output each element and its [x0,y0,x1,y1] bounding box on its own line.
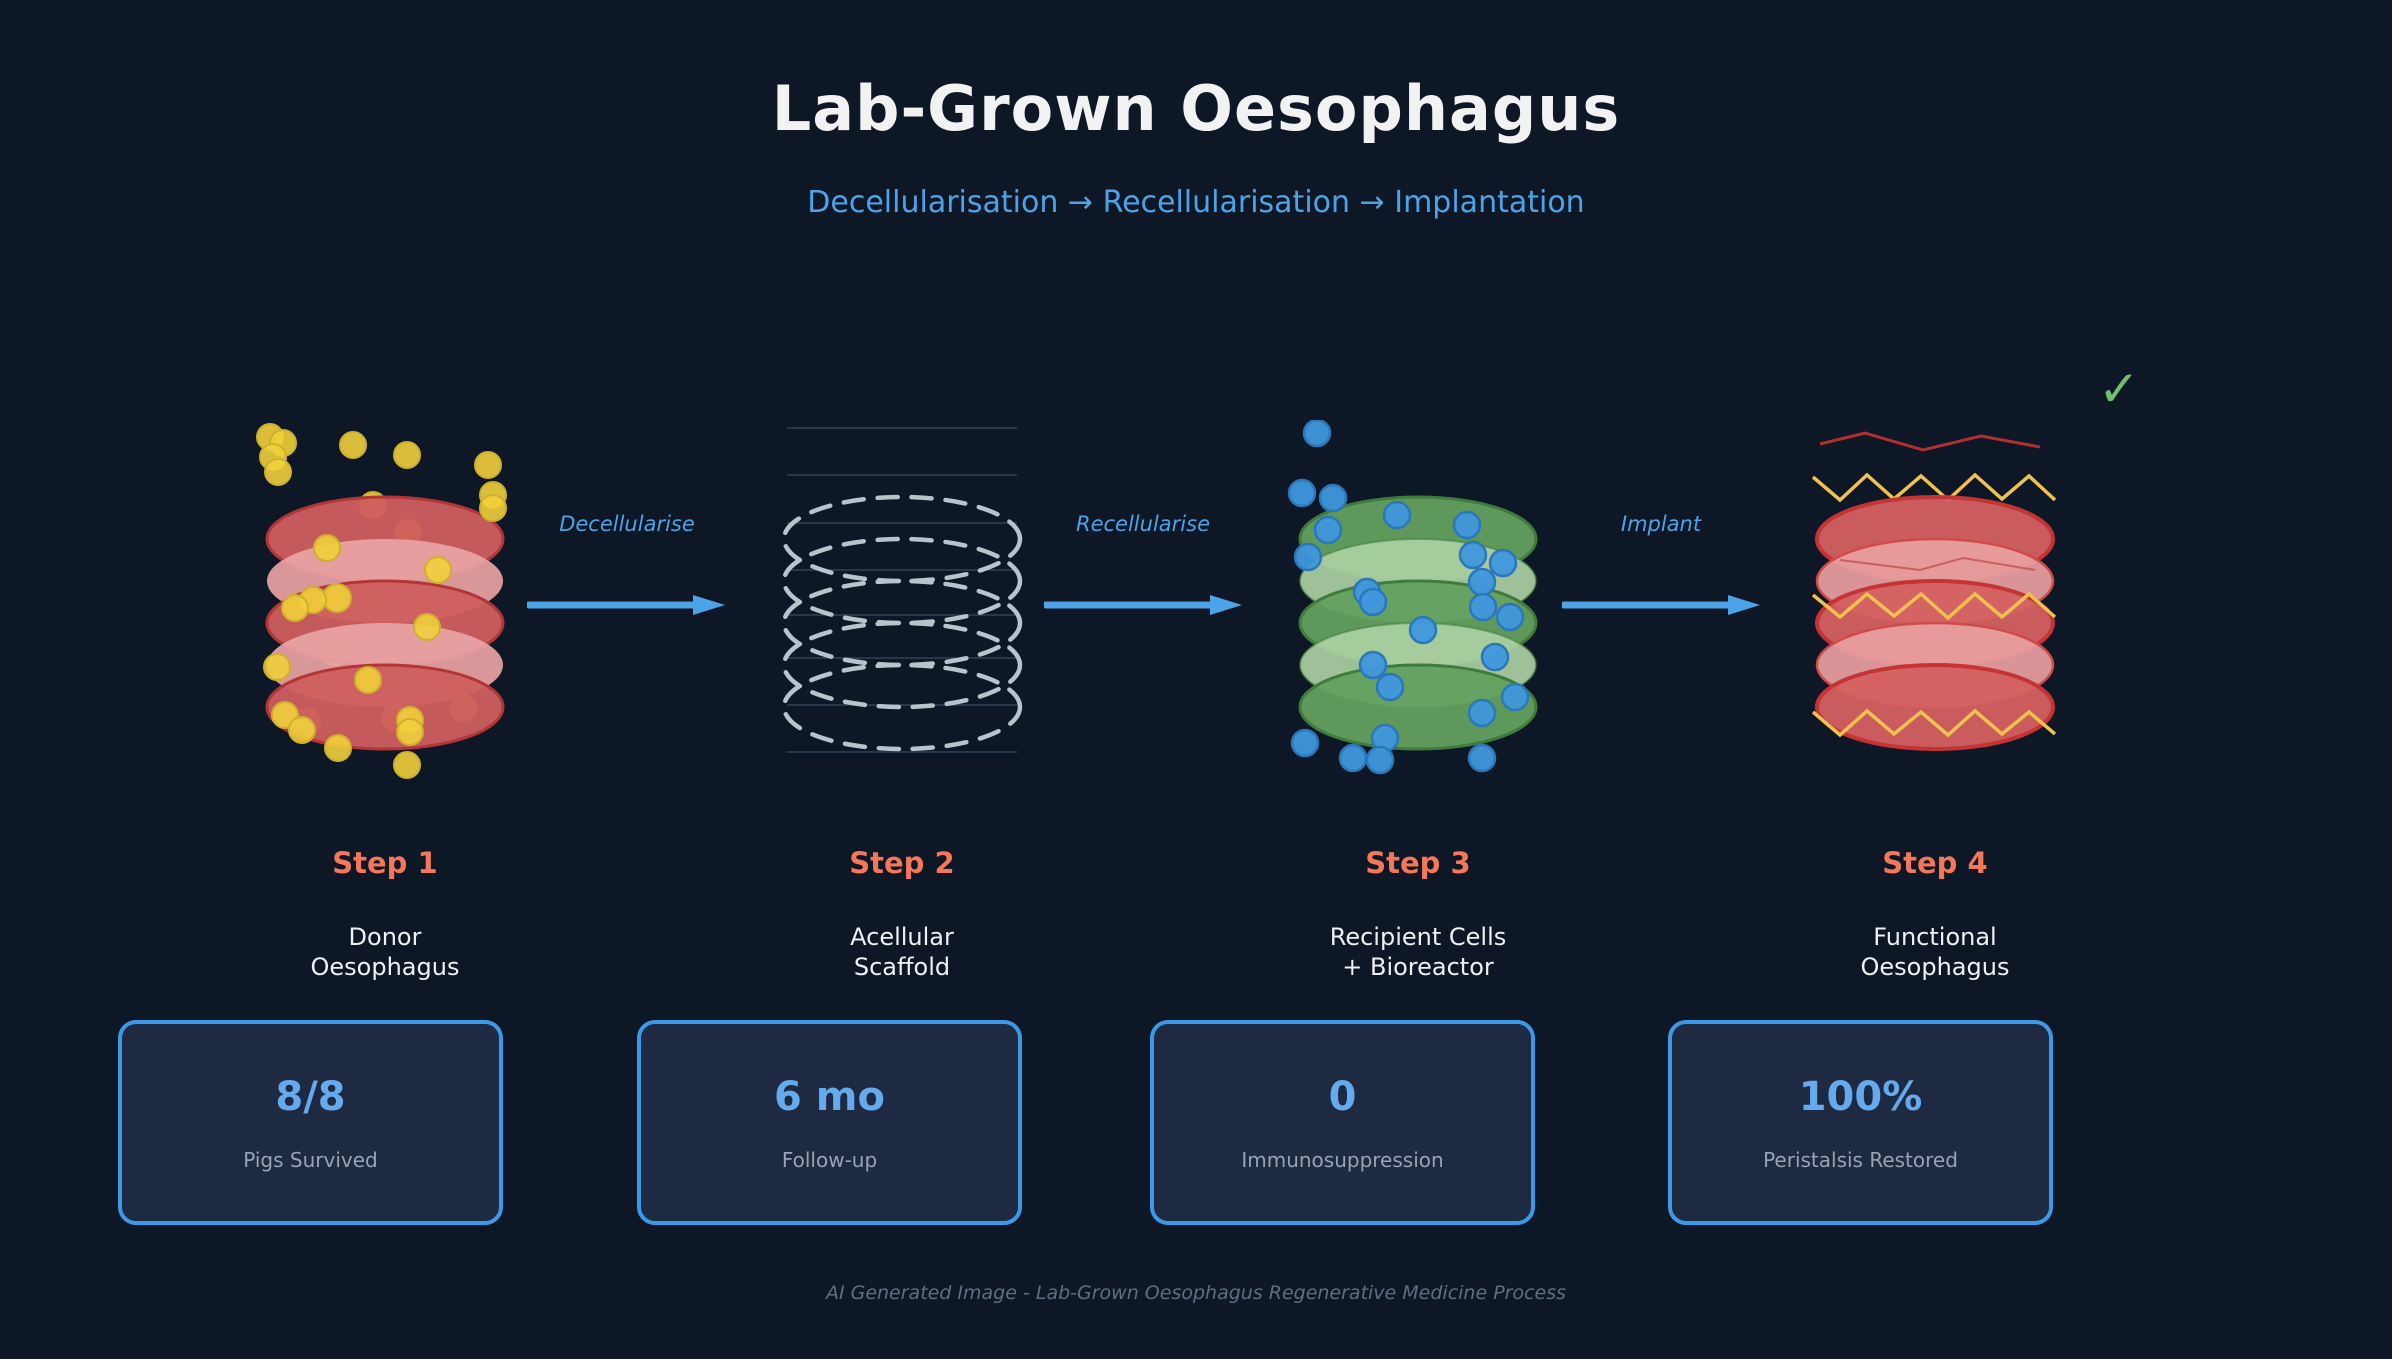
stat-card-follow-up: 6 mo Follow-up [637,1020,1022,1225]
recipient-cells [1287,420,1530,775]
muscle-zigzag-bottom [1811,708,2057,738]
step2-description: Acellular Scaffold [742,922,1062,982]
step2-label: Step 2 [849,846,955,880]
step2-description-line1: Acellular [850,923,954,951]
stat-card-immunosuppression: 0 Immunosuppression [1150,1020,1535,1225]
stat-card-pigs-survived: 8/8 Pigs Survived [118,1020,503,1225]
acellular-scaffold-illustration [781,427,1023,753]
step3-description-line1: Recipient Cells [1329,923,1507,951]
footer-caption: AI Generated Image - Lab-Grown Oesophagu… [825,1282,1567,1304]
arrow-recellularise-icon [1044,595,1242,615]
step4-description-line2: Oesophagus [1860,953,2010,981]
recipient-cells-bioreactor-illustration [1287,420,1538,775]
stat-label: Peristalsis Restored [1763,1147,1958,1172]
stat-value: 8/8 [275,1073,346,1120]
stat-label: Immunosuppression [1241,1147,1444,1172]
step1-description-line1: Donor [348,923,422,951]
step3-description: Recipient Cells + Bioreactor [1258,922,1578,982]
arrow-label-implant: Implant [1620,512,1702,536]
step1-label: Step 1 [332,846,438,880]
donor-oesophagus-illustration [256,423,507,779]
step4-label: Step 4 [1882,846,1988,880]
arrow-label-decellularise: Decellularise [559,512,695,536]
step2-description-line2: Scaffold [853,953,951,981]
step4-description: Functional Oesophagus [1775,922,2095,982]
arrow-label-recellularise: Recellularise [1076,512,1210,536]
stat-label: Follow-up [781,1147,878,1172]
muscle-zigzag-middle [1811,591,2057,621]
stat-value: 6 mo [774,1073,885,1120]
nerve-line [1819,431,2041,452]
donor-cells [256,423,507,779]
arrow-decellularise-icon [527,595,725,615]
step4-description-line1: Functional [1873,923,1997,951]
stat-card-peristalsis-restored: 100% Peristalsis Restored [1668,1020,2053,1225]
success-check-icon: ✓ [2098,360,2140,418]
stat-value: 0 [1328,1073,1357,1120]
page-subtitle: Decellularisation → Recellularisation → … [807,185,1585,220]
step1-description: Donor Oesophagus [225,922,545,982]
implant-tissue-rings [1815,495,2055,751]
arrow-implant-icon [1562,595,1760,615]
step3-label: Step 3 [1365,846,1471,880]
step1-description-line2: Oesophagus [310,953,460,981]
scaffold-dashed-rings [781,494,1023,752]
muscle-zigzag-top [1811,472,2057,503]
stat-label: Pigs Survived [243,1147,378,1172]
page-title: Lab-Grown Oesophagus [771,72,1621,145]
step3-description-line2: + Bioreactor [1342,953,1494,981]
donor-tissue-rings [265,495,505,751]
functional-oesophagus-illustration [1811,431,2057,751]
stat-value: 100% [1798,1073,1923,1120]
